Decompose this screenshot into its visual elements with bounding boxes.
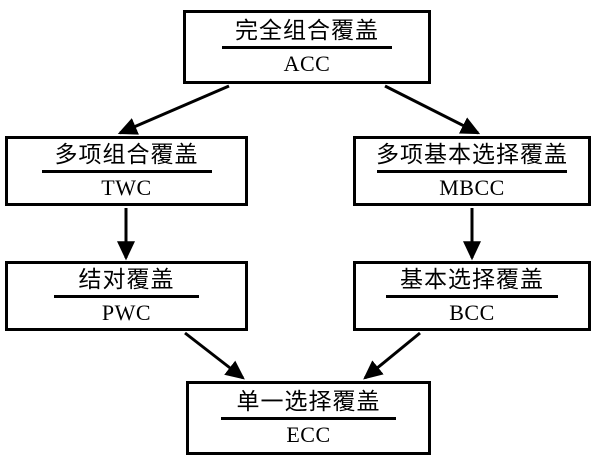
node-ecc-divider [221,416,396,420]
node-twc[interactable]: 多项组合覆盖 TWC [5,136,248,206]
node-mbcc-divider [377,169,567,173]
edge-group [117,84,481,380]
node-pwc-divider [54,294,199,298]
arrow-pwc-to-ecc [184,331,245,380]
arrow-acc-to-twc [117,84,230,135]
arrow-acc-to-mbcc [384,84,481,135]
node-ecc-cn-label: 单一选择覆盖 [236,389,381,415]
arrow-bcc-to-ecc [363,331,421,380]
node-mbcc-en-label: MBCC [439,174,505,200]
node-twc-divider [41,169,212,173]
node-bcc-cn-label: 基本选择覆盖 [400,267,544,293]
node-bcc-en-label: BCC [449,299,495,325]
node-acc-divider [222,45,392,49]
node-twc-cn-label: 多项组合覆盖 [54,142,199,168]
node-ecc-en-label: ECC [286,421,331,447]
node-bcc-divider [386,294,558,298]
node-bcc[interactable]: 基本选择覆盖 BCC [353,261,591,331]
node-pwc-en-label: PWC [101,299,152,325]
node-acc[interactable]: 完全组合覆盖 ACC [183,10,431,84]
node-pwc-cn-label: 结对覆盖 [78,267,175,293]
node-acc-en-label: ACC [283,50,331,76]
node-twc-en-label: TWC [101,174,152,200]
node-pwc[interactable]: 结对覆盖 PWC [5,261,248,331]
node-ecc[interactable]: 单一选择覆盖 ECC [186,381,431,455]
node-acc-cn-label: 完全组合覆盖 [235,18,379,44]
node-mbcc-cn-label: 多项基本选择覆盖 [376,142,568,168]
node-mbcc[interactable]: 多项基本选择覆盖 MBCC [353,136,591,206]
